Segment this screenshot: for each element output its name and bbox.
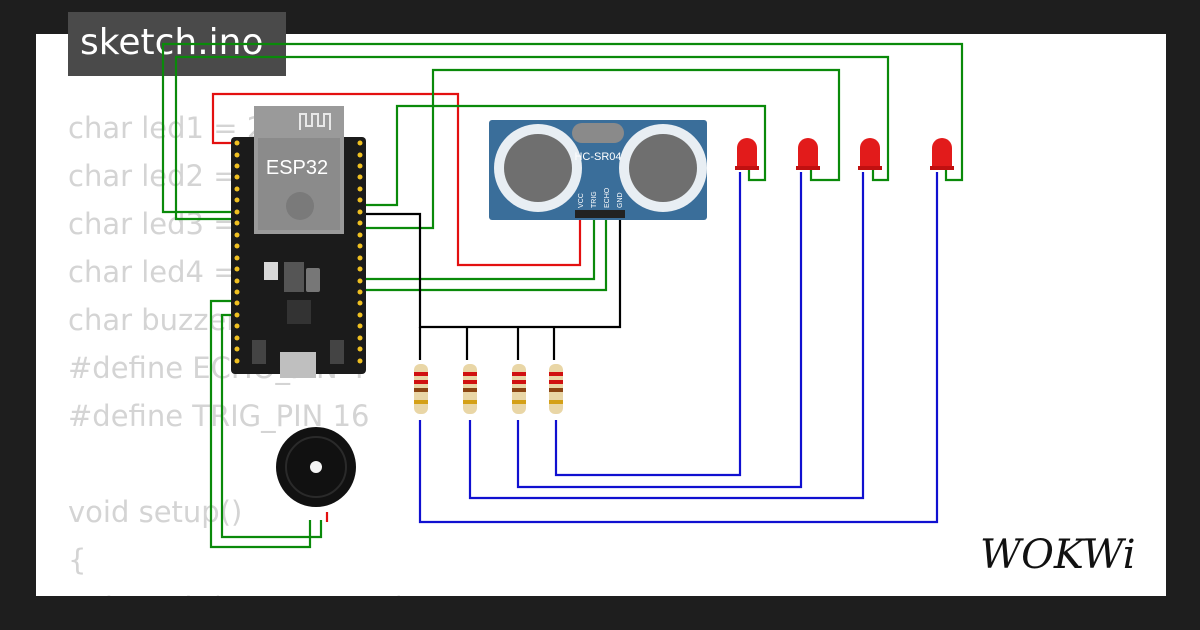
wires — [161, 42, 964, 549]
pin-label-echo: ECHO — [604, 187, 611, 208]
espressif-logo-icon — [286, 192, 314, 220]
smd-component-2 — [306, 268, 320, 292]
resistor-1[interactable] — [414, 364, 428, 414]
wokwi-logo: WOKWi — [980, 532, 1136, 578]
resistor-3[interactable] — [512, 364, 526, 414]
led-1[interactable] — [735, 138, 759, 170]
wire-led4 — [161, 42, 964, 214]
led-3[interactable] — [858, 138, 882, 170]
wire-led3-return — [468, 172, 865, 500]
right-pin-header — [357, 140, 363, 364]
pin-label-gnd: GND — [617, 192, 624, 208]
left-pin-header — [234, 140, 240, 364]
transducer-left-mesh — [504, 134, 572, 202]
wire-led4-return — [418, 172, 939, 524]
board-label: ESP32 — [266, 157, 328, 179]
resistor-4[interactable] — [549, 364, 563, 414]
wire-led3 — [174, 55, 890, 221]
wokwi-logo-text: WOKWi — [980, 532, 1136, 578]
code-line: char led4 = — [68, 255, 247, 289]
sensor-pin-header — [575, 210, 625, 218]
boot-button[interactable] — [330, 340, 344, 364]
wire-led1-return — [554, 172, 742, 477]
esp32-board[interactable]: ESP32 — [231, 106, 366, 378]
pin-label-vcc: VCC — [578, 193, 585, 208]
wire-buzzer-b — [220, 313, 323, 539]
resistor-2[interactable] — [463, 364, 477, 414]
usb-port — [280, 352, 316, 378]
wire-echo — [354, 217, 608, 292]
transducer-right-mesh — [629, 134, 697, 202]
sensor-label: HC-SR04 — [574, 151, 621, 163]
led-4[interactable] — [930, 138, 954, 170]
usb-uart-chip — [287, 300, 311, 324]
hc-sr04-sensor[interactable]: HC-SR04 VCC TRIG ECHO GND — [489, 120, 707, 220]
code-line: void setup() — [68, 495, 243, 529]
wire-led1 — [354, 104, 767, 207]
wire-trig — [354, 217, 596, 281]
code-line: { — [68, 543, 87, 577]
smd-component — [264, 262, 278, 280]
buzzer[interactable] — [276, 427, 356, 507]
wire-led2-return — [516, 172, 803, 489]
pin-label-trig: TRIG — [591, 191, 598, 208]
crystal-oscillator — [572, 123, 624, 143]
en-button[interactable] — [252, 340, 266, 364]
wire-vcc — [211, 92, 582, 267]
led-2[interactable] — [796, 138, 820, 170]
wire-led2 — [354, 68, 841, 230]
regulator-chip — [284, 262, 304, 292]
code-line: pinMode(21, OUTPUT); — [68, 584, 416, 596]
code-line: #define TRIG_PIN 16 — [68, 399, 370, 433]
antenna-icon — [299, 113, 331, 130]
